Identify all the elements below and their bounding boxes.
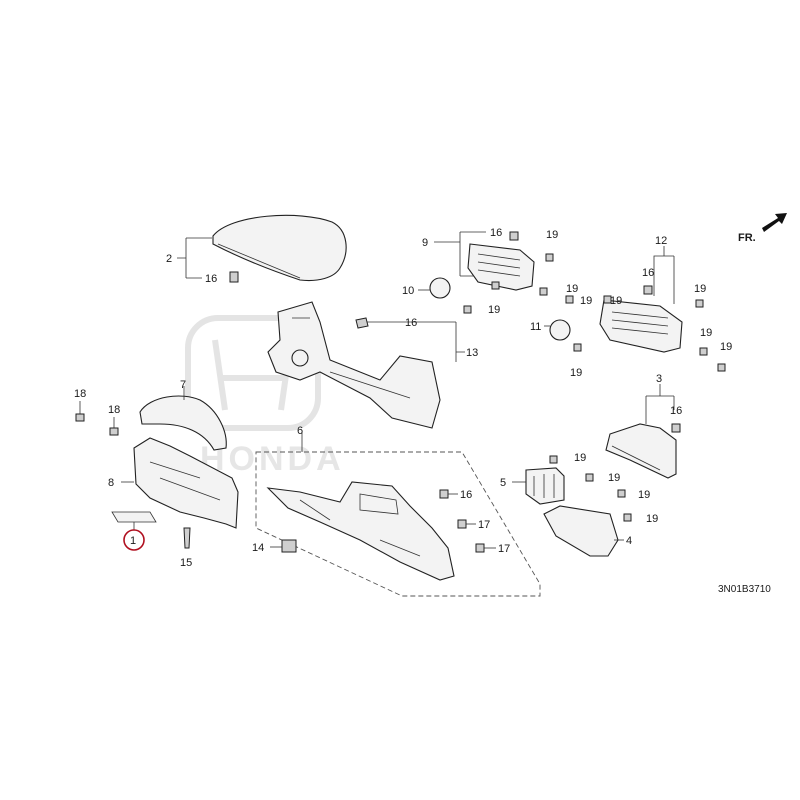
part-10-vent-ring[interactable] (429, 277, 451, 299)
label-19-j[interactable]: 19 (574, 452, 586, 464)
bolt-icon (699, 347, 708, 356)
label-16-a[interactable]: 16 (205, 273, 217, 285)
bolt-icon (603, 295, 612, 304)
label-3[interactable]: 3 (656, 373, 662, 385)
bolt-icon (573, 343, 582, 352)
label-16-c[interactable]: 16 (460, 489, 472, 501)
bolt-icon (545, 253, 554, 262)
label-1[interactable]: 1 (130, 535, 136, 547)
part-7-column-cover-upper[interactable] (139, 395, 227, 451)
label-16-b[interactable]: 16 (405, 317, 417, 329)
label-19-l[interactable]: 19 (638, 489, 650, 501)
label-15[interactable]: 15 (180, 557, 192, 569)
bolt-icon (565, 295, 574, 304)
front-arrow-icon (762, 213, 787, 232)
part-5-bracket[interactable] (525, 467, 565, 505)
label-19-b[interactable]: 19 (566, 283, 578, 295)
label-16-f[interactable]: 16 (670, 405, 682, 417)
clip-icon (475, 543, 485, 553)
label-19-h[interactable]: 19 (700, 327, 712, 339)
part-2-console-lid[interactable] (212, 214, 347, 282)
part-1-pad[interactable] (111, 511, 157, 523)
label-12[interactable]: 12 (655, 235, 667, 247)
clip-icon (355, 317, 369, 329)
part-12-air-vent[interactable] (599, 299, 683, 353)
label-8[interactable]: 8 (108, 477, 114, 489)
bolt-icon (109, 427, 119, 436)
label-9[interactable]: 9 (422, 237, 428, 249)
front-direction-indicator: FR. (738, 213, 787, 244)
front-label: FR. (738, 232, 756, 244)
clip-icon (643, 285, 653, 295)
part-4-side-trim-lower[interactable] (543, 505, 619, 557)
bolt-icon (695, 299, 704, 308)
bolt-icon (717, 363, 726, 372)
part-6-lower-panel[interactable] (266, 481, 455, 581)
clip-icon (671, 423, 681, 433)
label-19-m[interactable]: 19 (646, 513, 658, 525)
label-16-e[interactable]: 16 (642, 267, 654, 279)
part-3-side-trim[interactable] (605, 423, 677, 479)
label-11[interactable]: 11 (530, 321, 541, 333)
part-13-console-frame[interactable] (267, 301, 441, 429)
part-6-group-outline (255, 451, 541, 597)
label-6[interactable]: 6 (297, 425, 303, 437)
label-16-d[interactable]: 16 (490, 227, 502, 239)
label-2[interactable]: 2 (166, 253, 172, 265)
label-19-c[interactable]: 19 (580, 295, 592, 307)
label-17-b[interactable]: 17 (498, 543, 510, 555)
label-19-a[interactable]: 19 (546, 229, 558, 241)
part-11-vent-ring[interactable] (549, 319, 571, 341)
screw-icon (183, 527, 191, 549)
label-19-d[interactable]: 19 (488, 304, 500, 316)
label-10[interactable]: 10 (402, 285, 414, 297)
bolt-icon (463, 305, 472, 314)
part-9-air-vent[interactable] (467, 243, 535, 291)
label-19-f[interactable]: 19 (570, 367, 582, 379)
label-5[interactable]: 5 (500, 477, 506, 489)
part-8-column-cover-lower[interactable] (133, 437, 239, 529)
clip-icon (457, 519, 467, 529)
bolt-icon (549, 455, 558, 464)
label-18-b[interactable]: 18 (108, 404, 120, 416)
bolt-icon (539, 287, 548, 296)
clip-icon (439, 489, 449, 499)
bolt-icon (617, 489, 626, 498)
label-19-i[interactable]: 19 (720, 341, 732, 353)
label-4[interactable]: 4 (626, 535, 632, 547)
label-19-g[interactable]: 19 (694, 283, 706, 295)
bolt-icon (491, 281, 500, 290)
clip-icon (229, 271, 239, 283)
bolt-icon (75, 413, 85, 422)
bolt-icon (623, 513, 632, 522)
clip-icon (509, 231, 519, 241)
label-14[interactable]: 14 (252, 542, 264, 554)
label-17-a[interactable]: 17 (478, 519, 490, 531)
part-14-clip[interactable] (281, 539, 297, 553)
highlight-circle[interactable] (123, 529, 145, 551)
diagram-code: 3N01B3710 (718, 584, 771, 595)
label-18-a[interactable]: 18 (74, 388, 86, 400)
label-19-e[interactable]: 19 (610, 295, 622, 307)
bolts-19 (463, 253, 726, 522)
label-7[interactable]: 7 (180, 379, 186, 391)
bolt-icon (585, 473, 594, 482)
label-19-k[interactable]: 19 (608, 472, 620, 484)
label-13[interactable]: 13 (466, 347, 478, 359)
